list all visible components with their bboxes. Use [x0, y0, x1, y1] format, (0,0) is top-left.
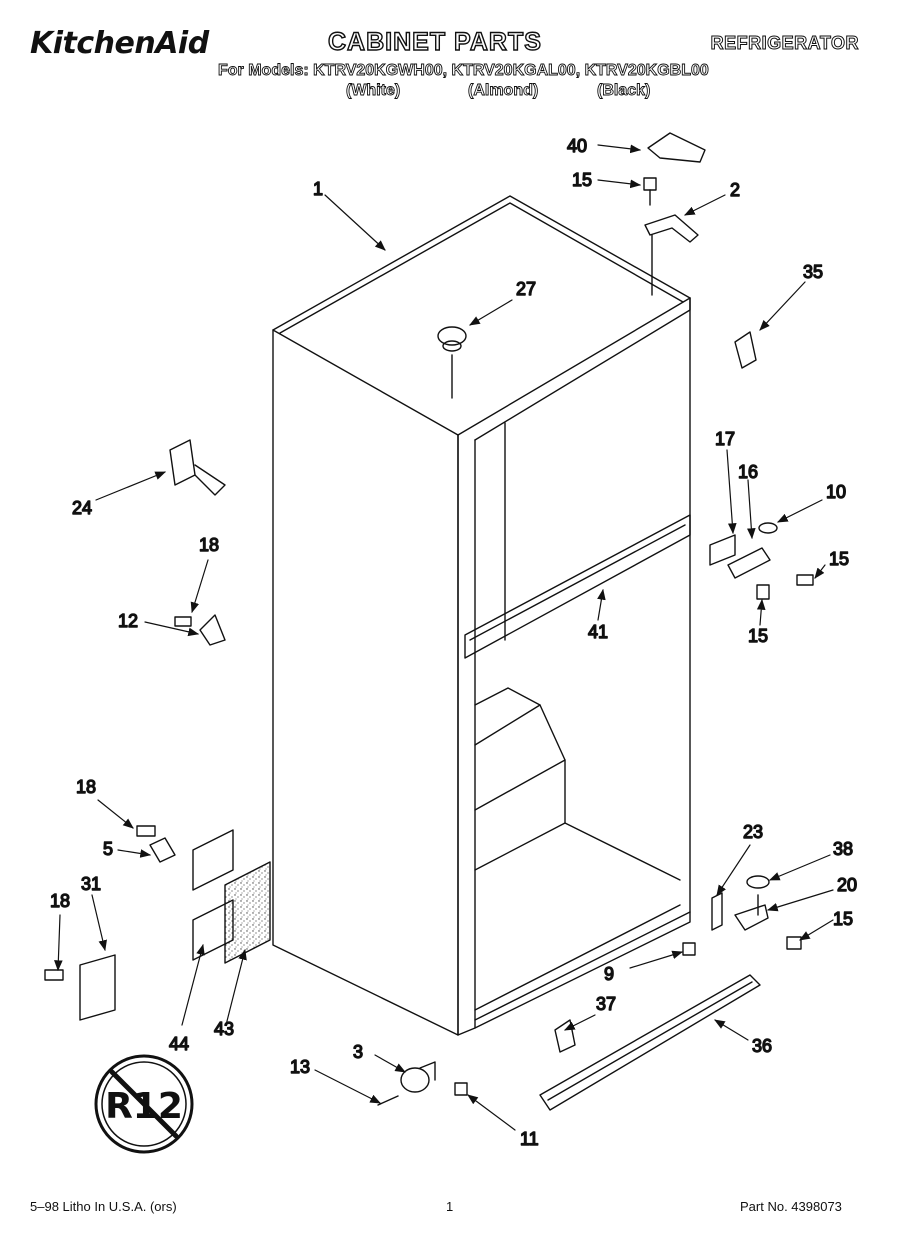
part-44-hinge-lower	[192, 829, 234, 961]
callout-31: 31	[81, 874, 101, 894]
leader-arrows	[54, 144, 834, 1131]
part-31-cover	[79, 954, 116, 1021]
part-2-hinge	[644, 214, 699, 296]
callout-12: 12	[118, 611, 138, 631]
no-r12-badge: R12	[94, 1054, 194, 1154]
callout-15-lower: 15	[833, 909, 853, 929]
callout-17: 17	[715, 429, 735, 449]
callout-43: 43	[214, 1019, 234, 1039]
part-number: Part No. 4398073	[740, 1199, 842, 1214]
part-11-screw	[454, 1082, 468, 1096]
color-black: (Black)	[597, 82, 651, 100]
color-white: (White)	[346, 82, 401, 100]
part-18-screw-a	[174, 616, 192, 627]
callout-13: 13	[290, 1057, 310, 1077]
part-35-trim	[734, 331, 757, 369]
part-17-bracket	[709, 534, 771, 579]
callout-2: 2	[730, 180, 740, 200]
print-info: 5–98 Litho In U.S.A. (ors)	[30, 1199, 177, 1214]
part-12-bracket	[199, 614, 226, 646]
callout-36: 36	[752, 1036, 772, 1056]
callout-44: 44	[169, 1034, 189, 1054]
part-36-grille	[539, 974, 761, 1111]
callout-27: 27	[516, 279, 536, 299]
part-13-pin	[377, 1095, 399, 1106]
brand-logo: KitchenAid	[30, 26, 209, 61]
callout-labels: 1 2 3 5 9 10 11 12 13 15 15 15 15 16 17 …	[49, 135, 857, 1149]
callout-23: 23	[743, 822, 763, 842]
callout-18-lower: 18	[50, 891, 70, 911]
callout-10: 10	[826, 482, 846, 502]
part-15-screw-top	[643, 177, 657, 206]
divider-bar	[464, 514, 691, 659]
part-15-screw-d	[786, 936, 802, 950]
callout-15-right: 15	[829, 549, 849, 569]
part-9-screw	[682, 942, 696, 956]
part-3-cam	[400, 1061, 436, 1093]
part-23-bracket	[711, 892, 769, 931]
part-10-washer	[758, 522, 778, 534]
page-title: CABINET PARTS	[327, 27, 542, 56]
callout-16: 16	[738, 462, 758, 482]
callout-18-mid: 18	[76, 777, 96, 797]
callout-40: 40	[567, 136, 587, 156]
part-18-screw-c	[44, 969, 64, 981]
callout-37: 37	[596, 994, 616, 1014]
part-5-stop	[149, 837, 176, 863]
inner-liner	[474, 687, 681, 881]
callout-20: 20	[837, 875, 857, 895]
part-37-clip	[554, 1019, 576, 1053]
callout-24: 24	[72, 498, 92, 518]
models-line: For Models: KTRV20KGWH00, KTRV20KGAL00, …	[218, 62, 710, 80]
part-38-washer	[746, 875, 770, 889]
callout-15-mid: 15	[748, 626, 768, 646]
part-15-screw-b	[796, 574, 814, 586]
part-24-pin	[169, 439, 226, 496]
callout-5: 5	[103, 839, 113, 859]
cabinet-body	[272, 195, 691, 1036]
callout-18-upper: 18	[199, 535, 219, 555]
callout-1: 1	[313, 179, 323, 199]
callout-11: 11	[520, 1129, 539, 1149]
callout-41: 41	[588, 622, 608, 642]
appliance-category: REFRIGERATOR	[710, 33, 859, 54]
part-40-cap	[647, 132, 706, 163]
callout-15-top: 15	[572, 170, 592, 190]
color-almond: (Almond)	[468, 82, 539, 100]
callout-3: 3	[353, 1042, 363, 1062]
callout-38: 38	[833, 839, 853, 859]
callout-9: 9	[604, 964, 614, 984]
callout-35: 35	[803, 262, 823, 282]
insulation-pad	[224, 861, 271, 964]
part-15-screw-c	[756, 584, 770, 600]
part-27-plug	[437, 326, 467, 399]
part-18-screw-b	[136, 825, 156, 837]
page-number: 1	[446, 1199, 454, 1214]
